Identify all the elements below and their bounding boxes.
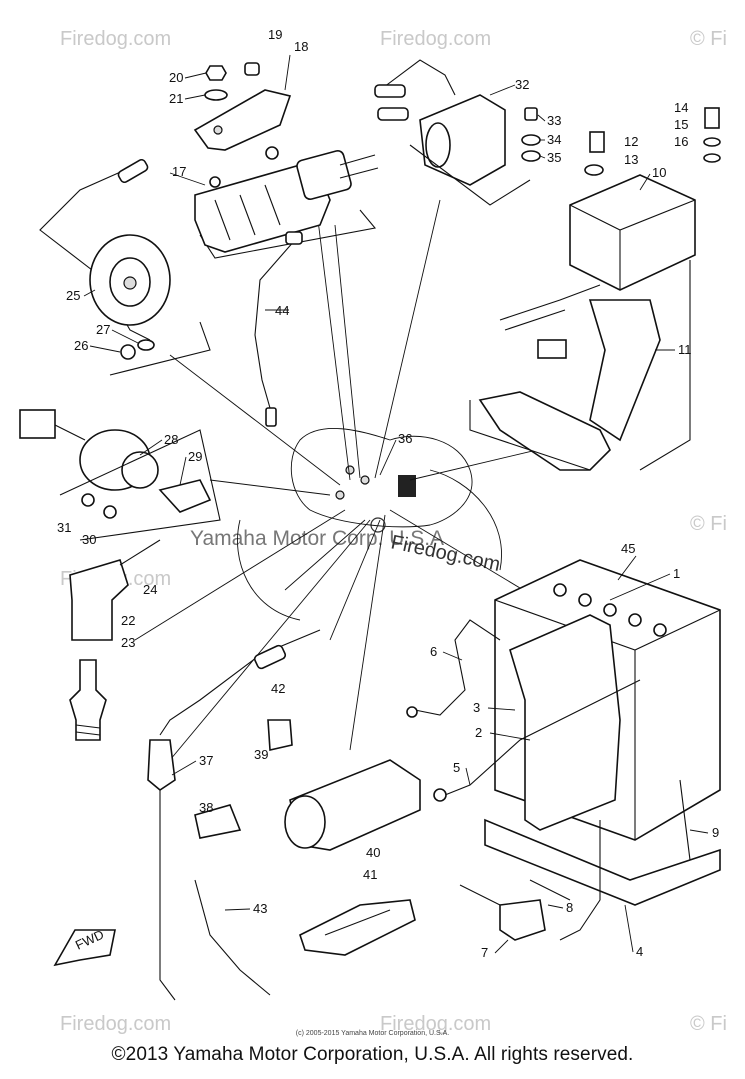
- part-number-label: 32: [515, 77, 529, 92]
- footer-copyright: ©2013 Yamaha Motor Corporation, U.S.A. A…: [111, 1044, 634, 1065]
- part-number-label: 45: [621, 541, 635, 556]
- part-number-label: 43: [253, 901, 267, 916]
- part-number-label: 39: [254, 747, 268, 762]
- small-copyright-text: (c) 2005-2015 Yamaha Motor Corporation, …: [295, 1030, 450, 1037]
- ignition-coil: [284, 759, 421, 956]
- battery-assembly: [406, 559, 721, 941]
- watermark-corner: © Fi: [690, 1013, 727, 1035]
- part-number-label: 30: [82, 532, 96, 547]
- part-number-label: 34: [547, 132, 561, 147]
- main-switch: [19, 409, 221, 541]
- part-number-label: 27: [96, 322, 110, 337]
- watermark-site: Firedog.com: [60, 28, 171, 50]
- starter-motor-assembly: [193, 62, 379, 259]
- forward-arrow-icon: FWD: [53, 927, 116, 967]
- part-number-label: 36: [398, 431, 412, 446]
- part-number-label: 1: [673, 566, 680, 581]
- watermark-site: Firedog.com: [380, 1013, 491, 1035]
- part-number-label: 20: [169, 70, 183, 85]
- part-number-label: 7: [481, 945, 488, 960]
- part-number-label: 42: [271, 681, 285, 696]
- part-number-label: 26: [74, 338, 88, 353]
- part-number-label: 23: [121, 635, 135, 650]
- part-number-label: 8: [566, 900, 573, 915]
- part-number-label: 12: [624, 134, 638, 149]
- part-number-label: 17: [172, 164, 186, 179]
- sensor-cables: [147, 629, 321, 1001]
- voltage-regulator: [469, 107, 721, 471]
- part-number-label: 33: [547, 113, 561, 128]
- part-number-label: 9: [712, 825, 719, 840]
- part-number-label: 38: [199, 800, 213, 815]
- part-number-label: 35: [547, 150, 561, 165]
- part-number-label: 10: [652, 165, 666, 180]
- spark-plug-assembly: [69, 539, 161, 741]
- part-callouts: 1 2 3 4 5 6 7 8 9 10 11 12 13 14 15 16 1…: [57, 27, 719, 960]
- horn: [39, 158, 211, 376]
- starter-relay: [374, 59, 541, 206]
- part-number-label: 5: [453, 760, 460, 775]
- part-number-label: 3: [473, 700, 480, 715]
- part-number-label: 2: [475, 725, 482, 740]
- watermark-site-center: Firedog.com: [389, 531, 502, 576]
- part-number-label: 15: [674, 117, 688, 132]
- part-number-label: 40: [366, 845, 380, 860]
- watermark-site: Firedog.com: [60, 1013, 171, 1035]
- part-number-label: 41: [363, 867, 377, 882]
- connector-block: [398, 475, 416, 497]
- part-number-label: 6: [430, 644, 437, 659]
- part-number-label: 14: [674, 100, 688, 115]
- leader-lines: [134, 199, 601, 761]
- part-number-label: 11: [678, 342, 692, 357]
- part-number-label: 22: [121, 613, 135, 628]
- part-number-label: 25: [66, 288, 80, 303]
- part-number-label: 16: [674, 134, 688, 149]
- part-number-label: 21: [169, 91, 183, 106]
- frame-outline: [237, 428, 502, 621]
- part-number-label: 24: [143, 582, 157, 597]
- part-number-label: 29: [188, 449, 202, 464]
- callout-leaders: [83, 54, 709, 954]
- part-number-label: 18: [294, 39, 308, 54]
- part-number-label: 31: [57, 520, 71, 535]
- part-number-label: 13: [624, 152, 638, 167]
- watermark-corner: © Fi: [690, 28, 727, 50]
- watermark-site: Firedog.com: [380, 28, 491, 50]
- part-number-label: 19: [268, 27, 282, 42]
- part-number-label: 37: [199, 753, 213, 768]
- watermark-corner: © Fi: [690, 513, 727, 535]
- lead-wire-44: [254, 231, 303, 427]
- part-number-label: 4: [636, 944, 643, 959]
- part-number-label: 44: [275, 303, 289, 318]
- part-number-label: 28: [164, 432, 178, 447]
